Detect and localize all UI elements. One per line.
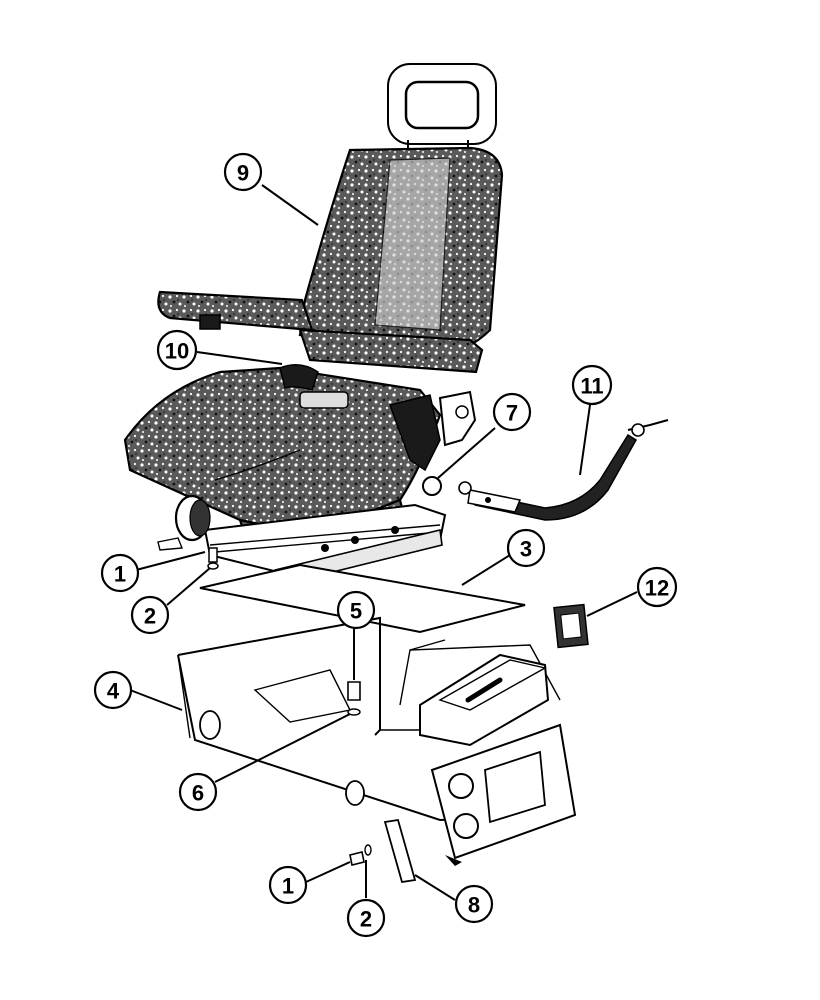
callout-label: 11 <box>580 374 603 399</box>
callout-6: 6 <box>178 772 218 812</box>
callout-label: 1 <box>114 562 126 587</box>
side-bracket <box>422 390 477 496</box>
callout-11: 11 <box>571 364 613 406</box>
callout-3: 3 <box>506 528 546 568</box>
shift-console <box>419 653 550 747</box>
headrest <box>387 63 497 158</box>
callout-label: 4 <box>107 679 120 704</box>
callout-5: 5 <box>336 590 376 630</box>
callout-label: 7 <box>506 401 518 426</box>
callout-8: 8 <box>454 884 494 924</box>
callout-label: 5 <box>350 599 362 624</box>
mount-bracket <box>383 818 417 884</box>
callout-label: 10 <box>165 339 189 364</box>
callout-4: 4 <box>93 670 133 710</box>
callout-label: 2 <box>144 604 156 629</box>
callout-1-upper: 1 <box>100 553 140 593</box>
callout-label: 12 <box>645 576 669 601</box>
callout-2-lower: 2 <box>346 898 386 938</box>
left-armrest <box>157 290 314 332</box>
leader-lines <box>129 184 638 901</box>
seat-belt <box>279 364 441 472</box>
callout-label: 6 <box>192 781 204 806</box>
callout-label: 1 <box>282 874 294 899</box>
lower-bolt <box>349 844 372 866</box>
callout-7: 7 <box>492 392 532 432</box>
bolt-and-washer <box>347 681 361 716</box>
seat-mount-bolt <box>207 547 219 570</box>
callout-1-lower: 1 <box>268 865 308 905</box>
instrument-side-panel <box>430 723 577 866</box>
callout-12: 12 <box>636 566 678 608</box>
callout-label: 3 <box>520 537 532 562</box>
callout-10: 10 <box>156 329 198 371</box>
seat-backrest <box>298 146 504 354</box>
callout-2-upper: 2 <box>130 595 170 635</box>
belt-strap <box>458 419 669 521</box>
callout-label: 2 <box>360 907 372 932</box>
callout-label: 8 <box>468 893 480 918</box>
warning-decal <box>553 603 589 649</box>
callout-label: 9 <box>237 161 249 186</box>
right-armrest <box>298 328 484 374</box>
callout-9: 9 <box>223 152 263 192</box>
suspension-adjust-knob <box>157 494 211 551</box>
